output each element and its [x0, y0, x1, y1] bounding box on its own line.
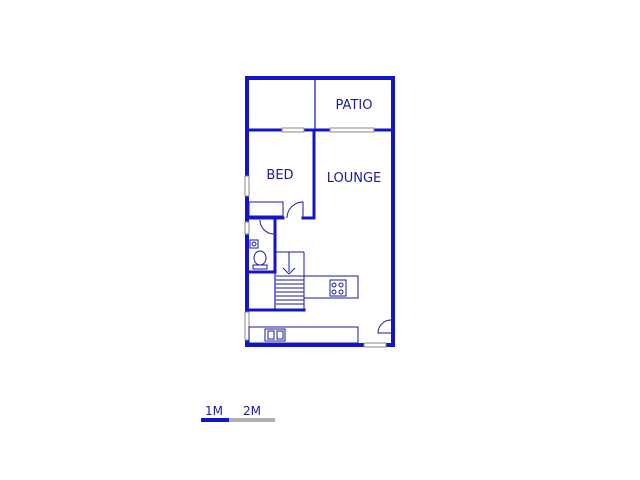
staircase [276, 251, 305, 310]
fixtures [248, 201, 359, 344]
toilet-bowl [253, 250, 267, 266]
basin-bowl [251, 241, 257, 247]
door-bed-swing [286, 201, 304, 219]
window-kitchen-left [244, 311, 250, 341]
doors [259, 201, 392, 334]
scale-bar: 1M 2M [201, 404, 275, 422]
scale-label-1m: 1M [205, 404, 223, 418]
room-label-patio: PATIO [336, 98, 373, 113]
kitchen-sink [264, 328, 286, 342]
door-bath-swing [259, 219, 275, 235]
kitchen-counter-island [303, 275, 359, 299]
toilet-cistern [252, 264, 268, 270]
window-patio-slider [329, 127, 375, 133]
window-bed-left [244, 175, 250, 197]
window-bed-top [281, 127, 305, 133]
interior-walls [245, 77, 395, 312]
room-label-bed: BED [266, 168, 293, 183]
outer-walls [245, 76, 395, 347]
bed-cupboard [248, 201, 284, 217]
door-front-swing [377, 319, 392, 334]
window-bath-left [244, 221, 250, 235]
room-label-lounge: LOUNGE [327, 171, 382, 186]
basin [249, 239, 259, 249]
scale-label-2m: 2M [243, 404, 261, 418]
window-front-bottom [363, 342, 387, 348]
kitchen-counter-bottom [248, 326, 359, 344]
windows [244, 127, 387, 348]
stove-hob [329, 279, 347, 297]
